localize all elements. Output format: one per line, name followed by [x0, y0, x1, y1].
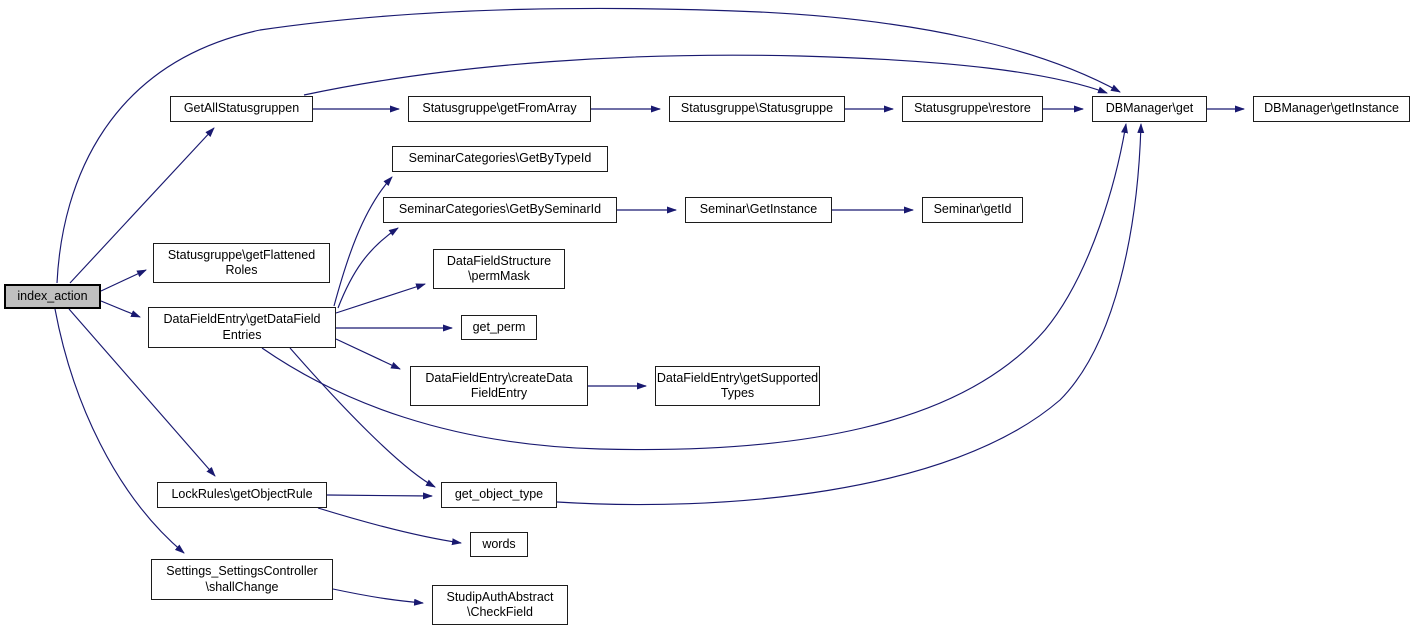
edge-datafieldentry-get-datafield-entries-to-get-object-type: [289, 347, 436, 488]
node-dbmanager-get[interactable]: DBManager\get: [1092, 96, 1207, 122]
node-datafieldentry-get-datafield-entries[interactable]: DataFieldEntry\getDataField Entries: [148, 307, 336, 348]
node-seminar-get-id[interactable]: Seminar\getId: [922, 197, 1023, 223]
edge-index-action-to-settings-settingscontroller-shallchange: [54, 308, 185, 554]
edge-settings-settingscontroller-shallchange-to-studipauthabstract-checkfield: [332, 588, 424, 606]
node-seminar-get-instance[interactable]: Seminar\GetInstance: [685, 197, 832, 223]
node-statusgruppe-statusgruppe[interactable]: Statusgruppe\Statusgruppe: [669, 96, 845, 122]
edge-get-all-statusgruppen-to-dbmanager-get: [303, 54, 1108, 96]
edge-index-action-to-statusgruppe-get-flattened-roles: [100, 269, 147, 292]
node-dbmanager-get-instance[interactable]: DBManager\getInstance: [1253, 96, 1410, 122]
edge-index-action-to-dbmanager-get: [56, 7, 1121, 284]
node-lockrules-get-object-rule[interactable]: LockRules\getObjectRule: [157, 482, 327, 508]
node-words[interactable]: words: [470, 532, 528, 557]
node-get-all-statusgruppen[interactable]: GetAllStatusgruppen: [170, 96, 313, 122]
node-index-action[interactable]: index_action: [4, 284, 101, 309]
node-studipauthabstract-checkfield[interactable]: StudipAuthAbstract \CheckField: [432, 585, 568, 625]
node-statusgruppe-restore[interactable]: Statusgruppe\restore: [902, 96, 1043, 122]
node-get-perm[interactable]: get_perm: [461, 315, 537, 340]
edge-datafieldentry-get-datafield-entries-to-dbmanager-get: [261, 123, 1128, 451]
edge-datafieldentry-get-datafield-entries-to-datafieldentry-create-datafield-entry: [335, 338, 401, 370]
edge-index-action-to-lockrules-get-object-rule: [68, 308, 216, 477]
node-datafieldentry-create-datafield-entry[interactable]: DataFieldEntry\createData FieldEntry: [410, 366, 588, 406]
node-settings-settingscontroller-shallchange[interactable]: Settings_SettingsController \shallChange: [151, 559, 333, 600]
node-statusgruppe-get-flattened-roles[interactable]: Statusgruppe\getFlattened Roles: [153, 243, 330, 283]
edge-datafieldentry-get-datafield-entries-to-seminar-categories-get-by-type-id: [333, 176, 393, 307]
node-seminar-categories-get-by-type-id[interactable]: SeminarCategories\GetByTypeId: [392, 146, 608, 172]
edge-lockrules-get-object-rule-to-words: [317, 507, 462, 546]
edge-index-action-to-get-all-statusgruppen: [69, 127, 215, 284]
node-seminar-categories-get-by-seminar-id[interactable]: SeminarCategories\GetBySeminarId: [383, 197, 617, 223]
edge-get-object-type-to-dbmanager-get: [556, 123, 1145, 506]
node-datafieldentry-get-supported-types[interactable]: DataFieldEntry\getSupported Types: [655, 366, 820, 406]
edge-datafieldentry-get-datafield-entries-to-datafieldstructure-permmask: [335, 283, 426, 314]
edge-index-action-to-datafieldentry-get-datafield-entries: [100, 300, 141, 318]
node-get-object-type[interactable]: get_object_type: [441, 482, 557, 508]
node-datafieldstructure-permmask[interactable]: DataFieldStructure \permMask: [433, 249, 565, 289]
edge-lockrules-get-object-rule-to-get-object-type: [326, 492, 433, 500]
node-statusgruppe-get-from-array[interactable]: Statusgruppe\getFromArray: [408, 96, 591, 122]
edge-datafieldentry-get-datafield-entries-to-seminar-categories-get-by-seminar-id: [337, 227, 399, 309]
